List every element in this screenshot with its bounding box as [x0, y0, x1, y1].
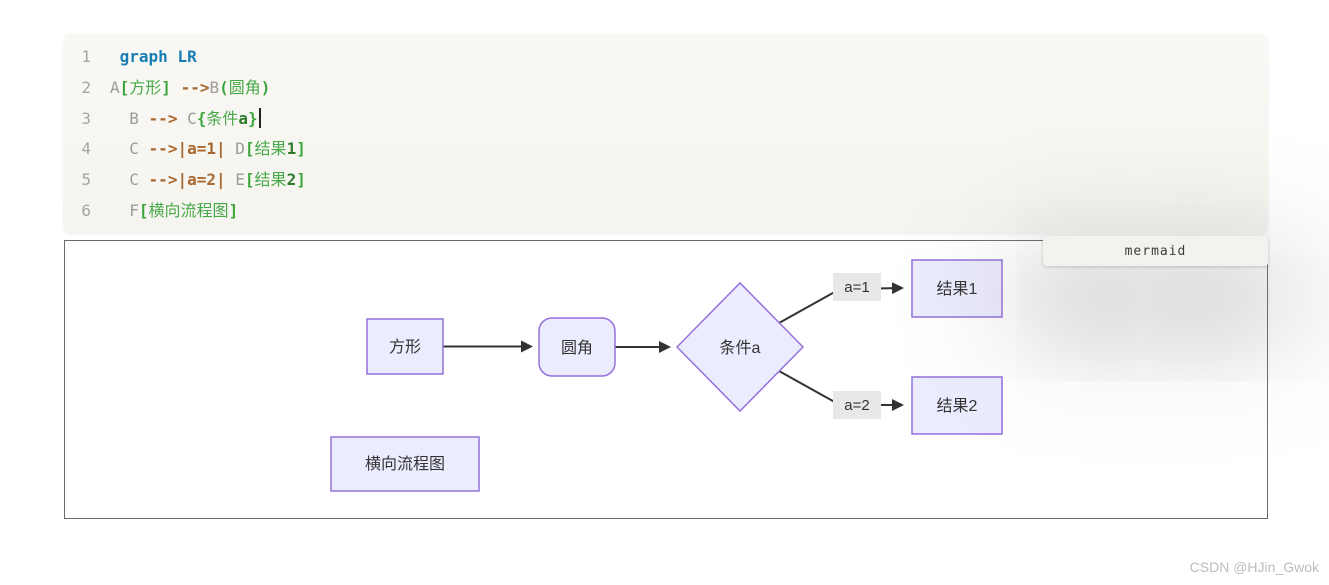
line-number: 6 — [81, 200, 91, 220]
code-token: 2 — [286, 170, 297, 190]
diagram-frame: a=1 a=2 方形 圆角 条件a 结果1 — [64, 240, 1268, 519]
node-result1[interactable]: 结果1 — [911, 259, 1003, 318]
edge-label-a2-text: a=2 — [844, 397, 869, 414]
node-result2-label: 结果2 — [937, 397, 978, 415]
node-standalone[interactable]: 横向流程图 — [330, 436, 480, 492]
code-token: [ — [244, 139, 255, 159]
code-token: --> — [148, 108, 178, 128]
code-token: ] — [161, 77, 171, 97]
code-token: ( — [219, 77, 229, 97]
line-number: 1 — [81, 47, 91, 66]
code-token — [139, 139, 149, 158]
code-token: ] — [228, 200, 239, 220]
code-text: C -->|a=2| E[结果2] — [110, 165, 306, 196]
watermark: CSDN @HJin_Gwok — [1189, 559, 1319, 575]
code-line: 3 B --> C{条件a} — [79, 104, 1268, 135]
code-token: 方形 — [129, 77, 162, 97]
code-token: A — [110, 77, 120, 97]
code-token: [ — [244, 170, 255, 190]
code-token: --> — [180, 77, 210, 97]
edge-label-a2: a=2 — [833, 391, 881, 419]
code-text: F[横向流程图] — [110, 196, 238, 227]
code-token — [171, 78, 181, 97]
node-decision-label: 条件a — [720, 339, 761, 357]
code-token: ) — [260, 77, 271, 97]
code-token: C — [129, 139, 139, 159]
code-token — [177, 109, 187, 128]
code-token: graph LR — [119, 47, 197, 66]
code-token: 条件 — [206, 108, 239, 128]
code-line: 5 C -->|a=2| E[结果2] — [79, 165, 1268, 196]
code-text: graph LR — [110, 42, 197, 73]
code-token: ] — [296, 139, 306, 159]
code-token: [ — [119, 77, 130, 97]
code-token: |a=1| — [177, 139, 226, 159]
code-text: C -->|a=1| D[结果1] — [110, 134, 306, 165]
code-line: 6 F[横向流程图] — [79, 196, 1268, 227]
line-number: 4 — [81, 139, 91, 159]
edge-label-a1-text: a=1 — [844, 279, 869, 296]
code-token: |a=2| — [177, 170, 226, 190]
code-token — [139, 109, 149, 128]
node-result2[interactable]: 结果2 — [911, 376, 1003, 435]
node-square[interactable]: 方形 — [366, 318, 444, 375]
code-token: 结果 — [254, 170, 287, 190]
code-token: F — [129, 200, 139, 220]
code-token — [226, 139, 236, 158]
line-number: 2 — [81, 77, 91, 97]
code-token: 圆角 — [228, 77, 261, 97]
code-token: a — [238, 108, 249, 128]
code-token: ] — [296, 170, 306, 190]
code-token: 结果 — [254, 139, 287, 159]
code-token: --> — [148, 139, 178, 159]
code-token: E — [235, 170, 245, 190]
code-token: [ — [138, 200, 149, 220]
code-text: A[方形] -->B(圆角) — [110, 73, 270, 104]
code-token: 1 — [286, 139, 297, 159]
code-token: D — [235, 139, 245, 159]
flowchart-svg: a=1 a=2 方形 圆角 条件a 结果1 — [330, 259, 1003, 492]
language-tooltip-label: mermaid — [1124, 243, 1187, 259]
code-token: C — [187, 108, 197, 128]
node-decision[interactable]: 条件a — [675, 281, 805, 413]
code-token: { — [196, 108, 207, 128]
text-cursor — [258, 108, 261, 129]
code-token — [226, 170, 236, 189]
node-result1-label: 结果1 — [937, 280, 978, 298]
code-token — [139, 170, 149, 189]
code-line: 4 C -->|a=1| D[结果1] — [79, 134, 1268, 165]
code-token: } — [248, 108, 258, 128]
code-token: --> — [148, 170, 178, 190]
edge-label-a1: a=1 — [833, 273, 881, 301]
code-token: B — [209, 77, 220, 97]
node-rounded[interactable]: 圆角 — [538, 317, 616, 377]
language-tooltip[interactable]: mermaid — [1043, 236, 1268, 266]
node-rounded-label: 圆角 — [561, 339, 593, 357]
code-token: B — [129, 108, 139, 128]
code-text: B --> C{条件a} — [110, 104, 261, 135]
node-square-label: 方形 — [389, 338, 421, 356]
line-number: 3 — [81, 108, 91, 128]
line-number: 5 — [81, 170, 91, 190]
code-token: C — [129, 170, 139, 190]
node-standalone-label: 横向流程图 — [365, 455, 445, 473]
code-line: 1 graph LR — [79, 42, 1268, 73]
code-token: 横向流程图 — [148, 200, 229, 220]
